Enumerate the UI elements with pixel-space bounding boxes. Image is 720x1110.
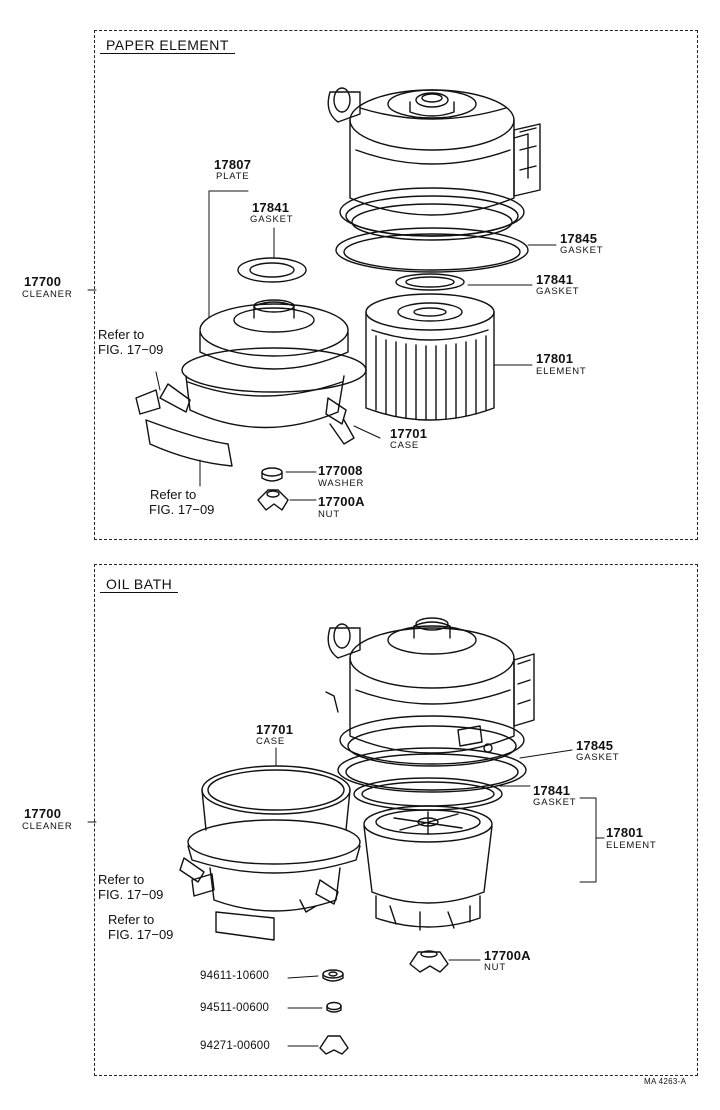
element-number: 17801 xyxy=(536,351,574,366)
gasket-top-label: GASKET xyxy=(250,214,294,225)
cleaner-label: CLEANER xyxy=(22,289,73,300)
ob-nut-label: NUT xyxy=(484,962,506,973)
gasket-large-number: 17845 xyxy=(560,231,598,246)
paper-element-title: PAPER ELEMENT xyxy=(100,37,235,54)
clip-part xyxy=(135,389,161,415)
gasket-ring-small xyxy=(395,273,465,291)
ob-cleaner-label: CLEANER xyxy=(22,821,73,832)
ob-gasket-large-label: GASKET xyxy=(576,752,620,763)
gasket-top-number: 17841 xyxy=(252,200,290,215)
gasket-ring-left xyxy=(237,257,307,283)
ob-case-label: CASE xyxy=(256,736,286,747)
ob-nut-number: 17700A xyxy=(484,948,531,963)
leader-lines-bottom xyxy=(87,747,605,1047)
oil-bath-body-upper xyxy=(325,617,535,767)
oil-bath-case xyxy=(179,765,361,913)
ob-gasket-label: GASKET xyxy=(533,797,577,808)
ob-gasket-number: 17841 xyxy=(533,783,571,798)
hardware-part-2: 94511-00600 xyxy=(200,1002,270,1014)
hardware-lock-washer xyxy=(326,1001,342,1011)
oil-bath-panel xyxy=(94,564,698,1076)
ob-refer-note-1: Refer to FIG. 17−09 xyxy=(98,872,164,902)
ob-cleaner-number: 17700 xyxy=(24,806,62,821)
washer-part xyxy=(261,467,283,477)
oil-bath-element xyxy=(363,805,493,931)
case-label: CASE xyxy=(390,440,420,451)
ob-element-label: ELEMENT xyxy=(606,840,657,851)
nut-label: NUT xyxy=(318,509,340,520)
hardware-part-1: 94611-10600 xyxy=(200,970,270,982)
gasket-large-label: GASKET xyxy=(560,245,604,256)
ob-refer-note-2: Refer to FIG. 17−09 xyxy=(108,912,174,942)
ob-element-number: 17801 xyxy=(606,825,644,840)
oil-bath-strap xyxy=(215,911,275,941)
case-number: 17701 xyxy=(390,426,428,441)
nut-number: 17700A xyxy=(318,494,365,509)
washer-label: WASHER xyxy=(318,478,365,489)
hardware-wing-nut xyxy=(319,1035,349,1055)
lower-case-assembly xyxy=(159,299,367,445)
wing-nut-part xyxy=(257,489,289,511)
oil-bath-gasket-small xyxy=(353,777,503,811)
washer-number: 177008 xyxy=(318,463,363,478)
oil-bath-title: OIL BATH xyxy=(100,576,179,593)
hardware-washer xyxy=(322,969,344,979)
ob-gasket-large-number: 17845 xyxy=(576,738,614,753)
plate-number: 17807 xyxy=(214,157,252,172)
ob-case-number: 17701 xyxy=(256,722,294,737)
gasket-ring-large xyxy=(335,227,529,273)
refer-note-2: Refer to FIG. 17−09 xyxy=(149,487,215,517)
hardware-part-3: 94271-00600 xyxy=(200,1040,270,1052)
cleaner-body-upper xyxy=(327,87,541,241)
gasket-mid-label: GASKET xyxy=(536,286,580,297)
figure-code: MA 4263-A xyxy=(644,1077,687,1086)
refer-note-1: Refer to FIG. 17−09 xyxy=(98,327,164,357)
leader-lines-top xyxy=(87,190,557,501)
strap-part xyxy=(145,419,233,467)
cleaner-number: 17700 xyxy=(24,274,62,289)
oil-bath-clip xyxy=(191,873,215,897)
element-label: ELEMENT xyxy=(536,366,587,377)
oil-bath-wing-nut xyxy=(409,951,449,973)
gasket-mid-number: 17841 xyxy=(536,272,574,287)
paper-element xyxy=(365,293,495,421)
plate-label: PLATE xyxy=(216,171,250,182)
oil-bath-gasket-large xyxy=(337,747,527,793)
paper-element-panel xyxy=(94,30,698,540)
